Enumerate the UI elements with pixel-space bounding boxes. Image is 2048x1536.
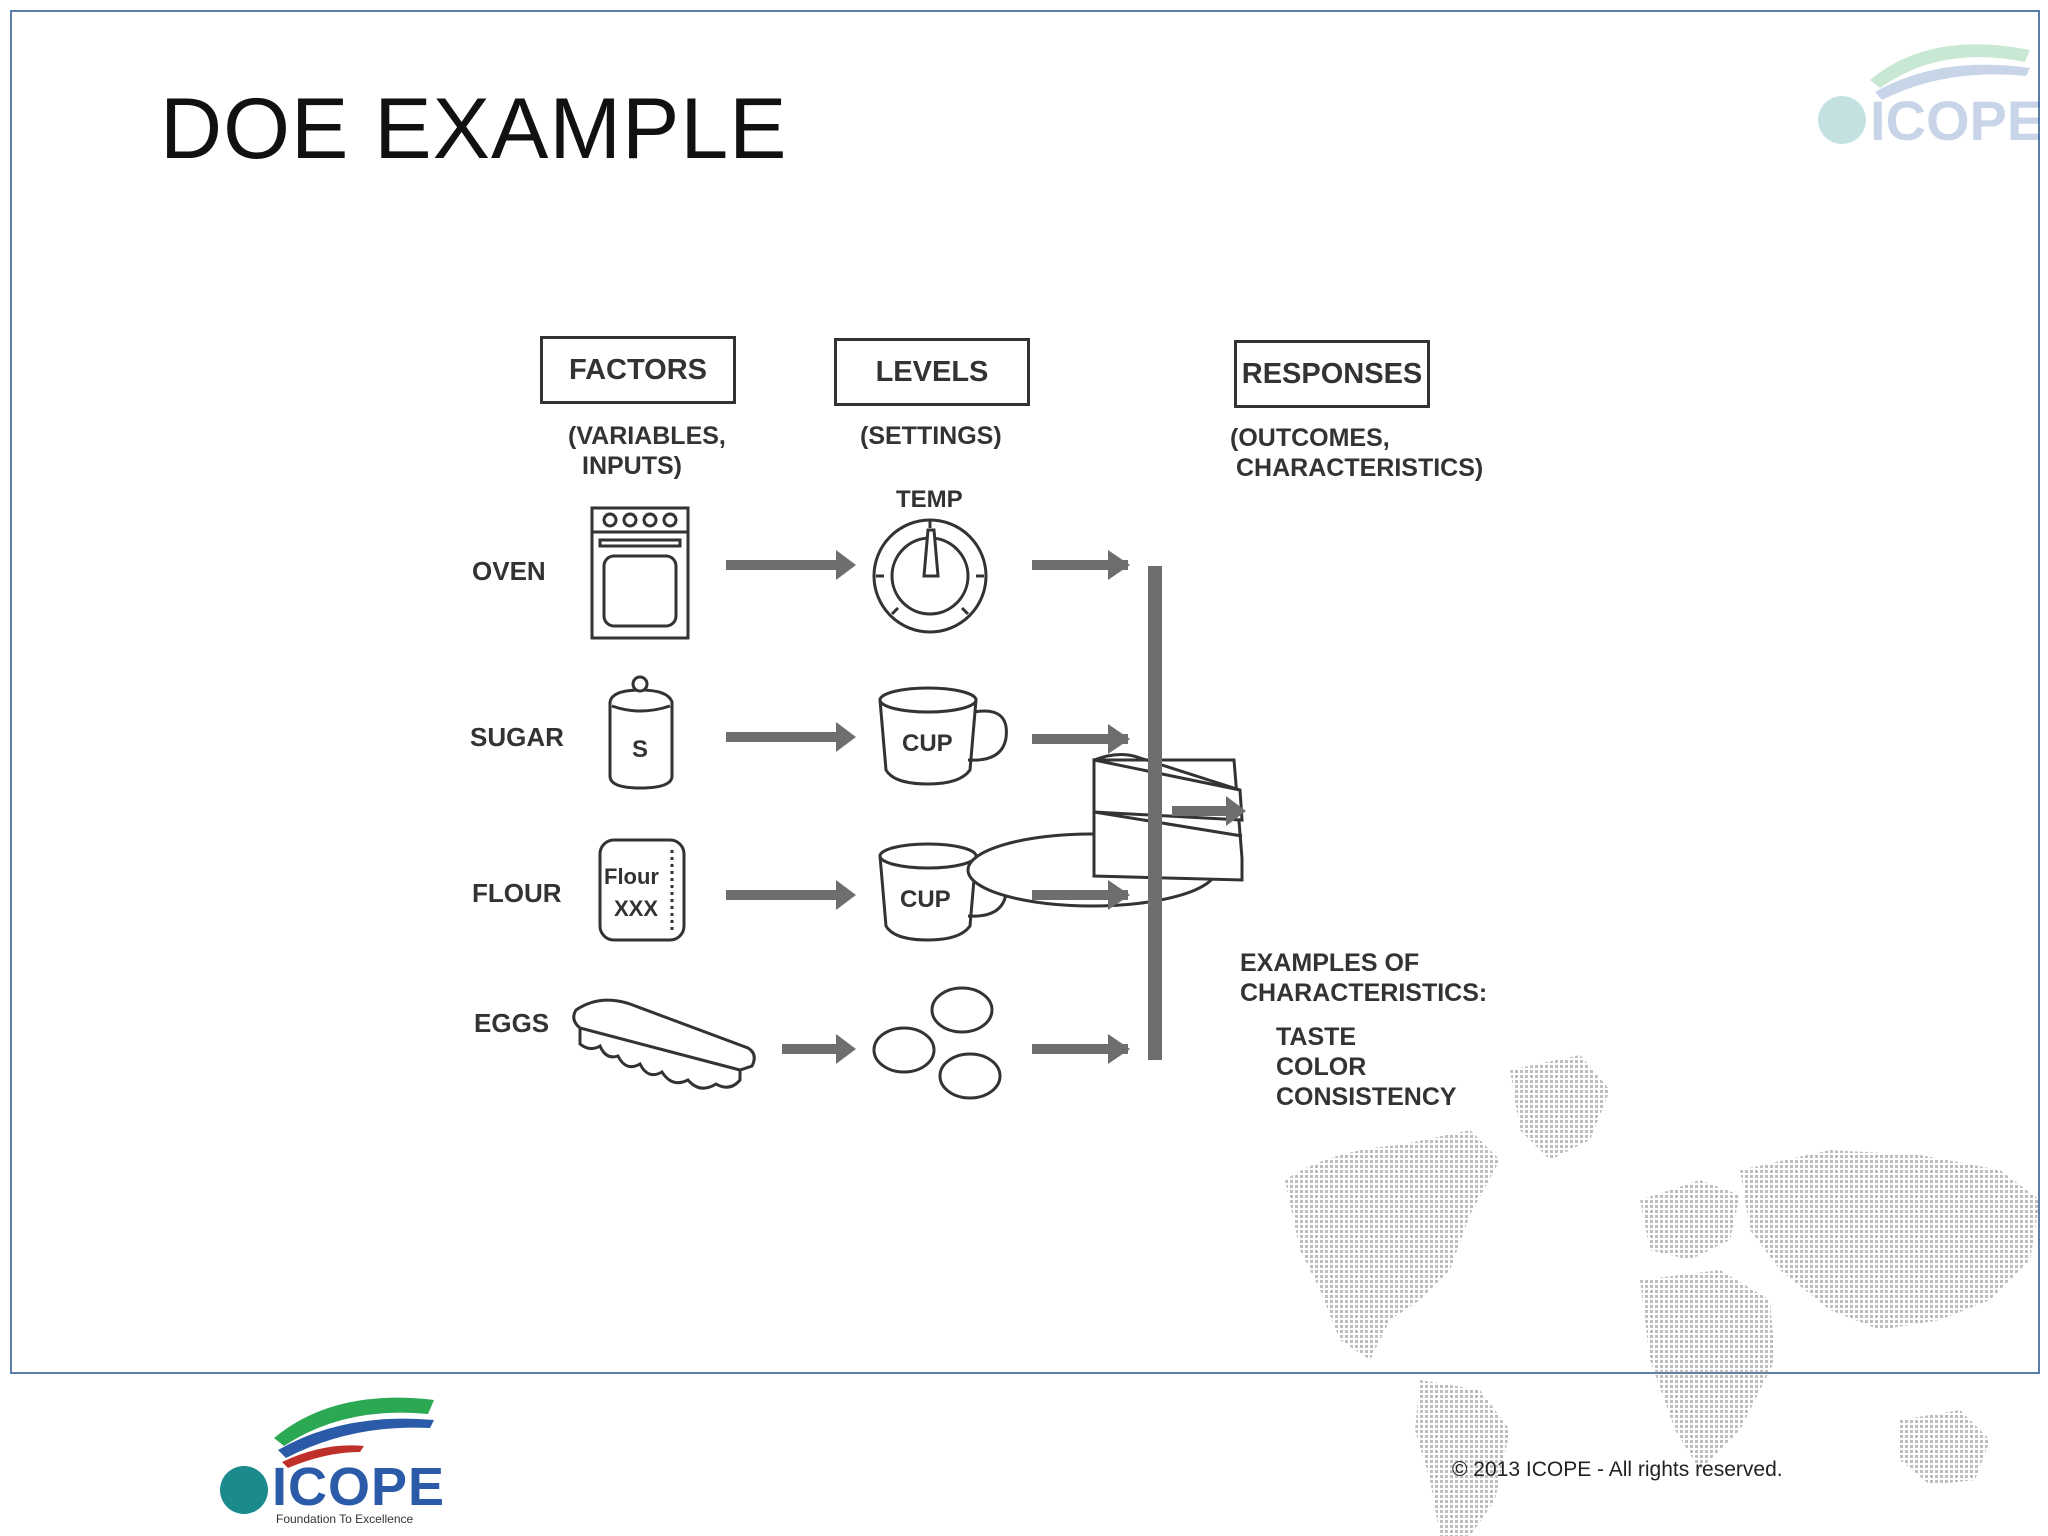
logo-red-arc <box>282 1445 364 1468</box>
flour-cup-label: CUP <box>900 886 951 913</box>
arrow-flour-to-cup <box>726 880 856 910</box>
flour-bag-icon <box>598 838 686 942</box>
example-color: COLOR <box>1276 1053 1367 1081</box>
example-consistency: CONSISTENCY <box>1276 1083 1457 1111</box>
factor-eggs-label: EGGS <box>474 1008 550 1038</box>
sugar-cup-icon <box>878 686 1008 786</box>
arrow-to-cake <box>1172 796 1246 826</box>
factor-flour-label: FLOUR <box>472 878 562 908</box>
icope-logo: ICOPE Foundation To Excellence <box>214 1388 444 1528</box>
logo-name: ICOPE <box>272 1457 446 1517</box>
factors-subtitle-2: INPUTS) <box>582 452 682 480</box>
cake-icon <box>966 753 1244 908</box>
temp-level-label: TEMP <box>896 486 963 513</box>
levels-header: LEVELS <box>834 338 1030 406</box>
flour-bag-text-2: XXX <box>614 896 659 921</box>
factors-subtitle-1: (VARIABLES, <box>568 422 726 450</box>
logo-tagline: Foundation To Excellence <box>276 1512 414 1526</box>
flour-cup-icon <box>878 842 1008 942</box>
responses-subtitle-1: (OUTCOMES, <box>1230 424 1390 452</box>
sugar-cup-label: CUP <box>902 730 953 757</box>
slide-title: DOE EXAMPLE <box>160 81 788 177</box>
arrow-dial-out <box>1032 550 1130 580</box>
sugar-jar-text: S <box>632 736 649 763</box>
responses-subtitle-2: CHARACTERISTICS) <box>1236 454 1484 482</box>
oven-icon <box>590 506 690 640</box>
factors-header: FACTORS <box>540 336 736 404</box>
arrows <box>726 550 1246 1064</box>
sugar-jar-icon <box>608 675 674 790</box>
logo-green-arc <box>274 1397 434 1446</box>
examples-heading-2: CHARACTERISTICS: <box>1240 979 1488 1007</box>
factor-oven-label: OVEN <box>472 556 546 586</box>
levels-subtitle: (SETTINGS) <box>860 422 1002 450</box>
arrow-oven-to-dial <box>726 550 856 580</box>
watermark-logo: ICOPE <box>1800 20 2044 170</box>
arrow-sugar-to-cup <box>726 722 856 752</box>
example-taste: TASTE <box>1276 1023 1357 1051</box>
egg-carton-icon <box>572 998 756 1090</box>
slide-frame <box>10 10 2040 1374</box>
arrow-eggs-to-eggs <box>782 1034 856 1064</box>
temp-dial-icon <box>872 518 988 634</box>
arrow-eggs-out <box>1032 1034 1130 1064</box>
logo-blue-arc <box>278 1418 434 1458</box>
copyright-text: © 2013 ICOPE - All rights reserved. <box>1452 1458 1783 1481</box>
flour-bag-text-1: Flour <box>604 864 659 889</box>
collector-bar <box>1148 566 1162 1060</box>
eggs-icon <box>872 986 1002 1100</box>
arrow-flour-cup-out <box>1032 880 1130 910</box>
responses-header: RESPONSES <box>1234 340 1430 408</box>
arrow-sugar-cup-out <box>1032 724 1130 754</box>
factor-sugar-label: SUGAR <box>470 722 564 752</box>
logo-globe <box>220 1466 268 1514</box>
examples-heading-1: EXAMPLES OF <box>1240 949 1420 977</box>
svg-text:ICOPE: ICOPE <box>1870 89 2040 152</box>
